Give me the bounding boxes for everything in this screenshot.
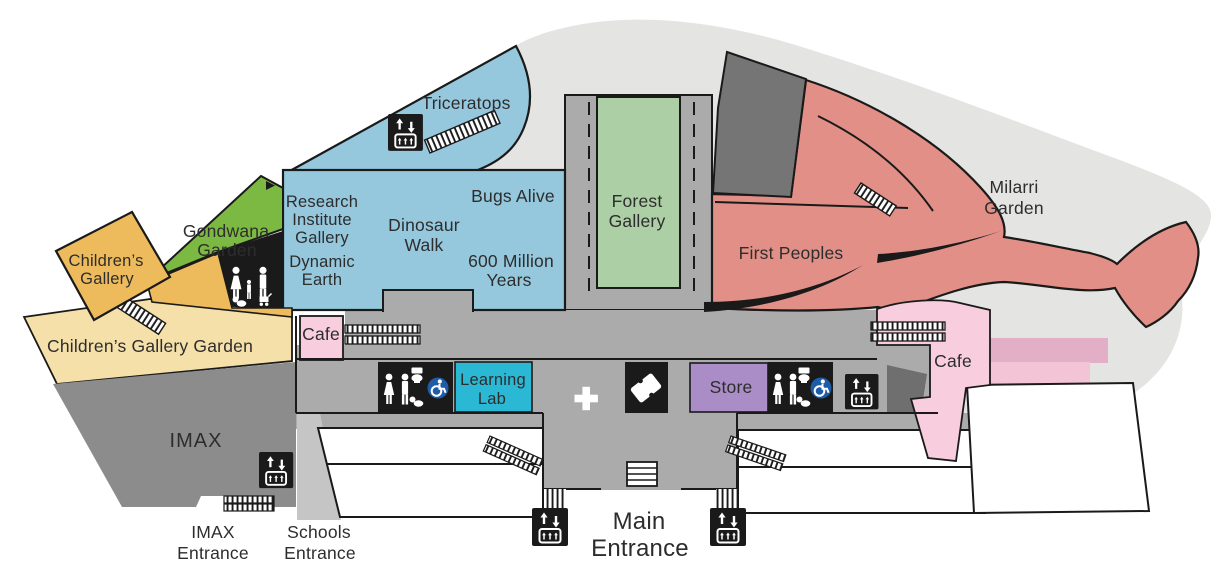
- entrance-hatch-right: [716, 489, 738, 509]
- label-research-1: Research: [286, 193, 358, 211]
- first-aid-cross-icon: [574, 386, 598, 411]
- cafe-terrace-light: [985, 362, 1090, 385]
- label-cafe-upper: Cafe: [302, 324, 340, 344]
- eel-swoosh-right: [877, 231, 1001, 263]
- label-schools-entrance-1: Schools: [287, 522, 351, 542]
- label-schools-entrance-2: Entrance: [284, 543, 356, 563]
- region-orange-strip: [146, 251, 293, 318]
- label-bugs-alive: Bugs Alive: [471, 186, 555, 206]
- upper-corridor: [345, 310, 880, 346]
- label-600-million-1: 600 Million: [468, 251, 554, 271]
- entrance-escalator-right: [724, 435, 787, 472]
- lift-icon-corridor-east: [843, 372, 880, 411]
- label-learning-lab-2: Lab: [478, 390, 506, 408]
- toilets-icon-right: [768, 362, 833, 413]
- cafe-terrace-dark: [985, 338, 1108, 363]
- entrance-hatch-left: [544, 489, 566, 509]
- cafe-east-escalator-band2: [870, 332, 946, 342]
- label-milarri-garden-2: Garden: [984, 198, 1044, 218]
- label-childrens-gallery-garden: Children’s Gallery Garden: [47, 336, 253, 356]
- first-peoples-inner-arc: [817, 115, 934, 212]
- region-dark-room: [711, 50, 808, 199]
- atrium-void-left: [316, 427, 544, 518]
- lower-corridor-left: [296, 413, 543, 429]
- lift-icon-triceratops: [386, 112, 425, 153]
- triceratops-stairs: [423, 109, 501, 154]
- lift-icon-entrance-right: [708, 506, 748, 548]
- label-dinosaur-walk-1: Dinosaur: [388, 215, 460, 235]
- label-triceratops: Triceratops: [421, 93, 510, 113]
- label-forest-gallery-2: Gallery: [609, 211, 666, 231]
- entrance-escalator-left: [482, 435, 544, 476]
- ticket-icon: [625, 362, 668, 413]
- region-learning-lab: [454, 361, 533, 413]
- toilets-icon-left: [378, 362, 453, 413]
- eel-swoosh-left: [704, 265, 863, 312]
- label-first-peoples: First Peoples: [739, 243, 844, 263]
- label-childrens-gallery-1: Children’s: [68, 252, 143, 270]
- label-forest-gallery-1: Forest: [612, 191, 663, 211]
- lift-icon-imax: [257, 450, 295, 490]
- first-peoples-stairs: [853, 182, 898, 217]
- label-childrens-gallery-2: Gallery: [80, 270, 134, 288]
- label-dinosaur-walk-2: Walk: [404, 235, 443, 255]
- schools-corridor: [297, 413, 341, 520]
- label-store: Store: [710, 377, 753, 397]
- exhibitions-notch: [382, 289, 474, 312]
- cafe-upper-escalator-band2: [344, 335, 421, 345]
- region-imax: [53, 362, 296, 507]
- cafe-east-escalator-band1: [870, 321, 946, 331]
- label-dynamic-earth-2: Earth: [302, 271, 342, 289]
- lift-icon-entrance-left: [530, 506, 570, 548]
- label-600-million-2: Years: [486, 270, 531, 290]
- label-milarri-garden-1: Milarri: [989, 177, 1038, 197]
- wheelchair-access-icon: [809, 376, 833, 400]
- wheelchair-access-icon: [426, 376, 450, 400]
- region-cafe-upper: [299, 315, 344, 361]
- region-forest-gallery: [596, 96, 681, 289]
- region-gondwana-garden: [146, 174, 284, 282]
- label-learning-lab-1: Learning: [460, 371, 526, 389]
- label-research-2: Institute: [292, 211, 352, 229]
- entrance-center-stairs-steps: [627, 467, 657, 481]
- outdoor-court: [965, 381, 1151, 515]
- label-imax-entrance-2: Entrance: [177, 543, 249, 563]
- label-imax: IMAX: [170, 430, 223, 452]
- entry-arrow-icon: [266, 181, 275, 190]
- label-gondwana-2: Garden: [197, 240, 257, 260]
- label-dynamic-earth-1: Dynamic: [289, 253, 355, 271]
- label-gondwana-1: Gondwana: [183, 221, 269, 241]
- label-main-entrance-1: Main: [613, 508, 666, 535]
- label-main-entrance-2: Entrance: [591, 535, 689, 562]
- region-store: [689, 362, 769, 413]
- label-imax-entrance-1: IMAX: [191, 522, 235, 542]
- region-childrens-gallery: [54, 210, 172, 322]
- label-cafe-east: Cafe: [934, 351, 972, 371]
- cafe-upper-escalator-band1: [344, 324, 421, 334]
- imax-notch: [196, 496, 224, 507]
- imax-stairs-band2: [223, 503, 275, 512]
- label-research-3: Gallery: [295, 229, 349, 247]
- imax-stairs-band1: [223, 495, 275, 504]
